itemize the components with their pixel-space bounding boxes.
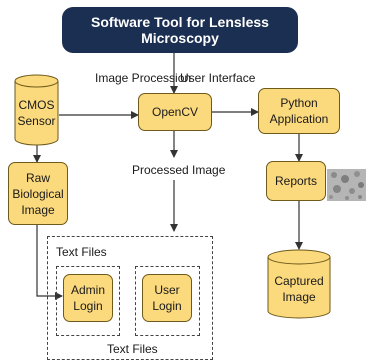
admin-login-text: Admin Login: [70, 283, 105, 313]
captured-image-thumbnail: [327, 169, 366, 201]
node-user-login: User Login: [142, 274, 192, 322]
reports-text: Reports: [274, 174, 318, 188]
thumbnail-texture: [327, 169, 366, 201]
label-processed-image: Processed Image: [132, 163, 226, 177]
node-captured-image: Captured Image: [267, 249, 331, 319]
cylinder-shape: [267, 249, 331, 319]
arrow-raw-to-admin: [36, 225, 63, 300]
node-opencv: OpenCV: [138, 93, 212, 131]
cmos-sensor-label: CMOS Sensor: [14, 88, 59, 138]
captured-image-label: Captured Image: [267, 265, 331, 313]
node-python-application: Python Application: [258, 88, 340, 134]
label-image-procession: Image Procession: [95, 71, 192, 85]
diagram-title: Software Tool for Lensless Microscopy: [62, 7, 298, 53]
user-login-text: User Login: [152, 283, 182, 313]
text-files-bottom-label: Text Files: [107, 342, 158, 356]
raw-biological-image-text: Raw Biological Image: [12, 170, 64, 217]
node-cmos-sensor: CMOS Sensor: [14, 74, 59, 146]
label-user-interface: User Interface: [180, 71, 256, 85]
cylinder-shape: [14, 74, 59, 146]
node-reports: Reports: [266, 161, 326, 201]
cmos-sensor-text: CMOS Sensor: [17, 98, 56, 128]
node-raw-biological-image: Raw Biological Image: [8, 162, 68, 225]
user-login-group: [135, 266, 200, 336]
opencv-text: OpenCV: [151, 105, 199, 119]
captured-image-text: Captured Image: [274, 274, 324, 304]
text-files-top-label: Text Files: [56, 245, 107, 259]
python-application-text: Python Application: [269, 96, 329, 126]
node-admin-login: Admin Login: [63, 274, 113, 322]
admin-login-group: [56, 266, 120, 336]
